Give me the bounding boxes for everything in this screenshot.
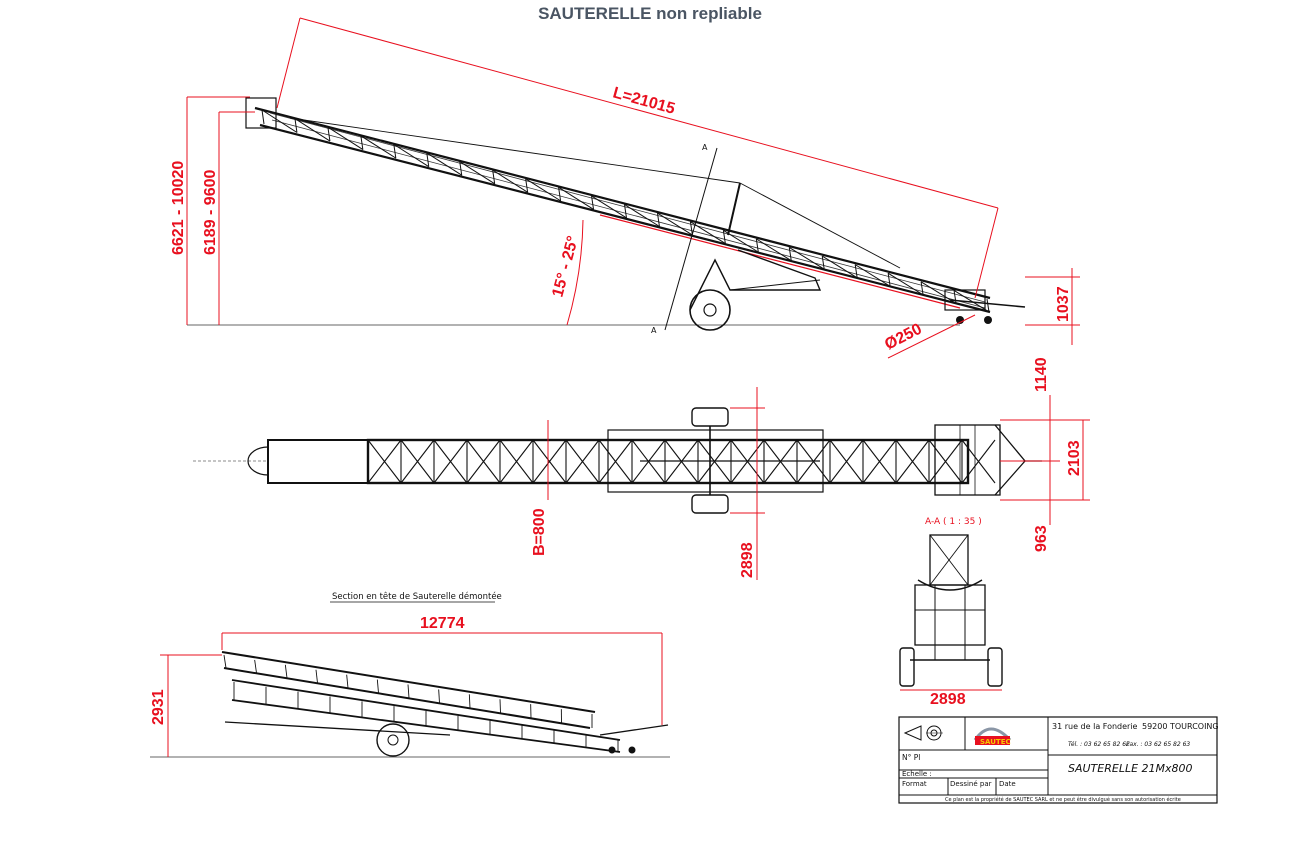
tb-format-label: Format xyxy=(902,780,927,788)
section-frame xyxy=(914,584,986,646)
section-width-label: 2898 xyxy=(930,691,966,708)
page-title: SAUTERELLE non repliable xyxy=(538,4,762,23)
axle-width-label: 2898 xyxy=(739,542,756,578)
dismantled-upper-top xyxy=(221,651,596,713)
top-chassis xyxy=(607,429,824,493)
belt-width-label: B=800 xyxy=(531,508,548,556)
sautec-logo: SAUTEC xyxy=(973,727,1012,746)
head-drum-box xyxy=(245,97,277,129)
tb-drawing-name: SAUTERELLE 21Mx800 xyxy=(1068,762,1193,775)
mast xyxy=(727,182,741,236)
dismantled-caption: Section en tête de Sauterelle démontée xyxy=(332,591,502,602)
tb-fax: Fax. : 03 62 65 82 63 xyxy=(1126,741,1190,748)
projection-symbol-icon xyxy=(903,725,943,741)
title-block: SAUTEC 31 rue de la Fonderie 59200 TOURC… xyxy=(898,716,1219,804)
cable-stay-upper xyxy=(289,117,741,184)
conveyor-struts xyxy=(261,109,990,313)
tb-echelle-label: Echelle : xyxy=(902,770,932,778)
dim-height-drive-label: 6189 - 9600 xyxy=(202,169,219,255)
dismantled-lower-bottom xyxy=(231,699,621,753)
section-mark-bottom: A xyxy=(651,326,657,335)
svg-text:SAUTEC: SAUTEC xyxy=(980,738,1011,746)
conveyor-top-rail xyxy=(254,106,991,300)
dim-line-drum xyxy=(887,314,976,359)
dismantled-view: Section en tête de Sauterelle démontée 1… xyxy=(150,591,670,758)
tb-phone: Tél. : 03 62 65 82 62 xyxy=(1068,741,1130,748)
dim-2103-label: 2103 xyxy=(1066,440,1083,476)
dim-length-label: L=21015 xyxy=(611,84,677,117)
top-head-section xyxy=(267,439,369,484)
section-view: A-A ( 1 : 35 ) 2898 xyxy=(899,517,1003,708)
dismantled-lower-top xyxy=(231,679,621,741)
angle-arc xyxy=(566,219,584,326)
tow-bar xyxy=(949,299,1026,308)
tb-footer: Ce plan est la propriété de SAUTEC SARL … xyxy=(945,796,1181,803)
tail-drum-box xyxy=(944,289,986,311)
top-wheel-upper xyxy=(691,407,729,427)
dim-line-length xyxy=(299,17,999,209)
side-wheel xyxy=(689,289,731,331)
side-view: A A L=21015 6621 - 10020 6189 - 9600 15°… xyxy=(170,17,1080,359)
dim-963-label: 963 xyxy=(1033,525,1050,552)
section-wheel-right xyxy=(987,647,1003,687)
section-mark-top: A xyxy=(702,143,708,152)
cable-stay-lower xyxy=(739,182,901,269)
top-tail-hopper xyxy=(934,424,1001,496)
tb-np-label: N° Pl xyxy=(902,753,920,762)
dim-1140-label: 1140 xyxy=(1033,357,1050,392)
section-title: A-A ( 1 : 35 ) xyxy=(925,517,982,527)
tb-address: 31 rue de la Fonderie xyxy=(1052,722,1138,731)
top-view: B=800 2898 1140 2103 963 xyxy=(193,357,1090,580)
section-wheel-left xyxy=(899,647,915,687)
dismantled-length-label: 12774 xyxy=(420,615,465,632)
tb-date-label: Date xyxy=(999,780,1016,788)
dismantled-chassis xyxy=(224,721,451,736)
tail-height-label: 1037 xyxy=(1055,286,1072,322)
title-block-frame xyxy=(898,716,1218,804)
tb-city: 59200 TOURCOING xyxy=(1142,722,1219,731)
section-belt-trough xyxy=(917,579,983,591)
dim-height-total-label: 6621 - 10020 xyxy=(170,161,187,255)
dismantled-height-label: 2931 xyxy=(150,689,167,725)
top-wheel-lower xyxy=(691,494,729,514)
conveyor-bottom-rail xyxy=(259,123,991,314)
belt-return-line xyxy=(599,214,961,309)
section-line-a xyxy=(664,147,718,331)
angle-label: 15° - 25° xyxy=(549,234,582,299)
dismantled-upper-bottom xyxy=(223,667,591,729)
tb-dessine-label: Dessiné par xyxy=(950,780,992,788)
dismantled-wheel xyxy=(376,723,410,757)
drum-diameter-label: Ø250 xyxy=(882,321,925,354)
dismantled-struts xyxy=(223,654,619,751)
chassis-frame xyxy=(689,249,822,311)
